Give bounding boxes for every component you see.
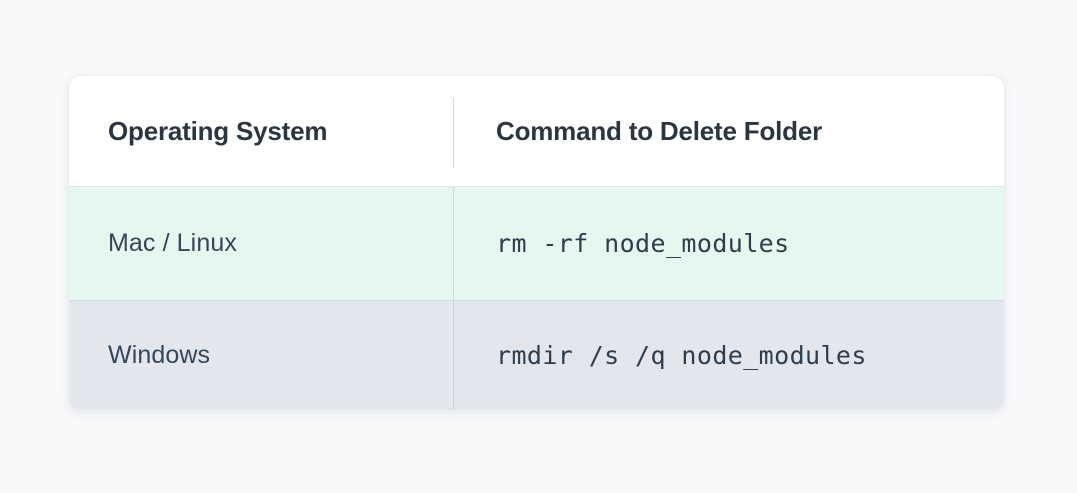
cell-command-mac-linux-value: rm -rf node_modules (496, 229, 790, 258)
column-header-command-label: Command to Delete Folder (496, 116, 823, 146)
column-header-command: Command to Delete Folder (453, 76, 1004, 186)
row-column-divider (453, 301, 454, 410)
header-column-divider (453, 98, 454, 168)
row-column-divider (453, 187, 454, 300)
table-header-row: Operating System Command to Delete Folde… (69, 76, 1004, 187)
os-command-table: Operating System Command to Delete Folde… (69, 76, 1004, 410)
cell-os-mac-linux: Mac / Linux (69, 187, 453, 300)
column-header-operating-system-label: Operating System (108, 116, 328, 146)
cell-command-windows: rmdir /s /q node_modules (453, 301, 1004, 410)
column-header-operating-system: Operating System (69, 76, 453, 186)
cell-command-mac-linux: rm -rf node_modules (453, 187, 1004, 300)
comparison-table-card: Operating System Command to Delete Folde… (68, 75, 1005, 411)
cell-os-windows: Windows (69, 301, 453, 410)
cell-command-windows-value: rmdir /s /q node_modules (496, 341, 867, 370)
cell-os-windows-label: Windows (108, 341, 211, 369)
table-row: Mac / Linux rm -rf node_modules (69, 187, 1004, 301)
cell-os-mac-linux-label: Mac / Linux (108, 229, 237, 257)
table-row: Windows rmdir /s /q node_modules (69, 301, 1004, 410)
